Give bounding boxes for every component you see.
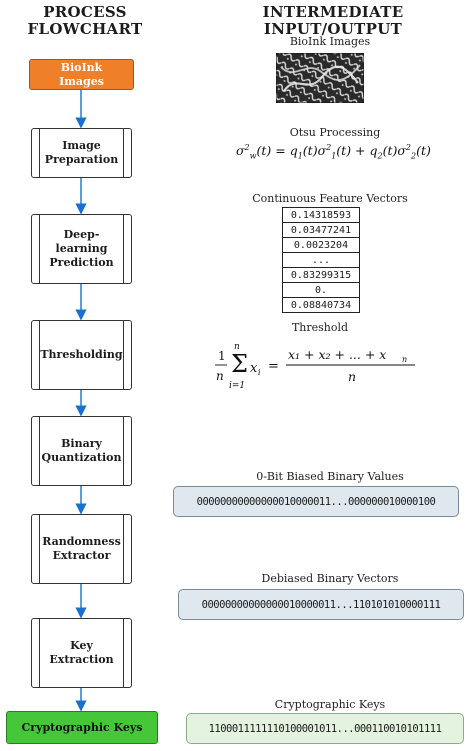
flow-box-label: Image	[62, 139, 101, 152]
intermediate-io-heading: INTERMEDIATE INPUT/OUTPUT	[238, 4, 428, 38]
heading-line: INTERMEDIATE	[262, 3, 404, 21]
flow-box-label: Extractor	[52, 549, 111, 562]
threshold-label: Threshold	[291, 321, 349, 334]
flow-box-label: Prediction	[49, 256, 114, 269]
table-row: 0.	[282, 282, 360, 298]
table-row: 0.03477241	[282, 222, 360, 238]
flow-box-label: Binary	[61, 437, 102, 450]
svg-text:i=1: i=1	[229, 381, 245, 391]
debiased-binary-vector-box: 00000000000000010000011...11010101000011…	[178, 589, 464, 620]
flow-box-label: Extraction	[49, 653, 114, 666]
svg-text:n: n	[216, 369, 224, 383]
vector-cell: ...	[282, 252, 360, 268]
svg-text:Σ: Σ	[231, 350, 248, 378]
heading-line: INPUT/OUTPUT	[263, 20, 403, 38]
flow-box-label: BioInk Images	[59, 60, 104, 88]
process-flowchart-heading: PROCESS FLOWCHART	[10, 4, 160, 38]
otsu-processing-label: Otsu Processing	[289, 126, 381, 139]
vector-cell: 0.0023204	[282, 237, 360, 253]
svg-text:1: 1	[218, 349, 226, 363]
svg-text:n: n	[402, 355, 407, 364]
flow-box-cryptographic-keys: Cryptographic Keys	[6, 711, 158, 744]
table-row: 0.83299315	[282, 267, 360, 283]
heading-line: FLOWCHART	[27, 20, 143, 38]
svg-text:i: i	[258, 368, 261, 377]
debiased-binary-vectors-label: Debiased Binary Vectors	[261, 572, 399, 585]
vector-cell: 0.03477241	[282, 222, 360, 238]
table-row: 0.14318593	[282, 207, 360, 223]
flow-box-label: Cryptographic Keys	[21, 720, 143, 734]
svg-text:n: n	[234, 342, 240, 352]
flow-box-label: Deep-learning	[55, 228, 108, 255]
flow-box-label: Quantization	[41, 451, 122, 464]
svg-text:n: n	[348, 369, 356, 384]
svg-text:x₁ + x₂ + ... + x: x₁ + x₂ + ... + x	[288, 347, 386, 362]
continuous-feature-vectors-label: Continuous Feature Vectors	[252, 192, 408, 205]
vector-cell: 0.08840734	[282, 297, 360, 313]
flow-box-label: Randomness	[42, 535, 121, 548]
flow-box-label: Preparation	[44, 153, 119, 166]
vector-cell: 0.	[282, 282, 360, 298]
table-row: 0.0023204	[282, 237, 360, 253]
bioink-images-label: BioInk Images	[289, 35, 371, 48]
svg-text:x: x	[250, 361, 258, 376]
biased-binary-value-box: 00000000000000010000011...00000001000010…	[173, 486, 459, 517]
cryptographic-key-box: 1100011111110100001011...000110010101111	[186, 713, 464, 744]
threshold-formula: 1 n n Σ i=1 x i = x₁ + x₂ + ... + x n n	[215, 342, 415, 391]
flow-box-bioink-images: BioInk Images	[29, 59, 134, 90]
table-row: 0.08840734	[282, 297, 360, 313]
flow-box-label: Key	[70, 639, 93, 652]
heading-line: PROCESS	[43, 3, 127, 21]
flow-box-label: Thresholding	[40, 348, 123, 361]
svg-text:=: =	[268, 359, 279, 374]
vector-cell: 0.14318593	[282, 207, 360, 223]
otsu-formula: σ2w(t) = q1(t)σ21(t) + q2(t)σ22(t)	[236, 143, 431, 161]
vector-cell: 0.83299315	[282, 267, 360, 283]
bioink-image-thumbnail	[276, 53, 364, 103]
flow-box-thresholding: Thresholding	[31, 320, 132, 390]
table-row: ...	[282, 252, 360, 268]
biased-binary-values-label: 0-Bit Biased Binary Values	[256, 470, 404, 483]
feature-vector-table: 0.14318593 0.03477241 0.0023204 ... 0.83…	[282, 207, 360, 313]
cryptographic-keys-label: Cryptographic Keys	[274, 698, 386, 711]
